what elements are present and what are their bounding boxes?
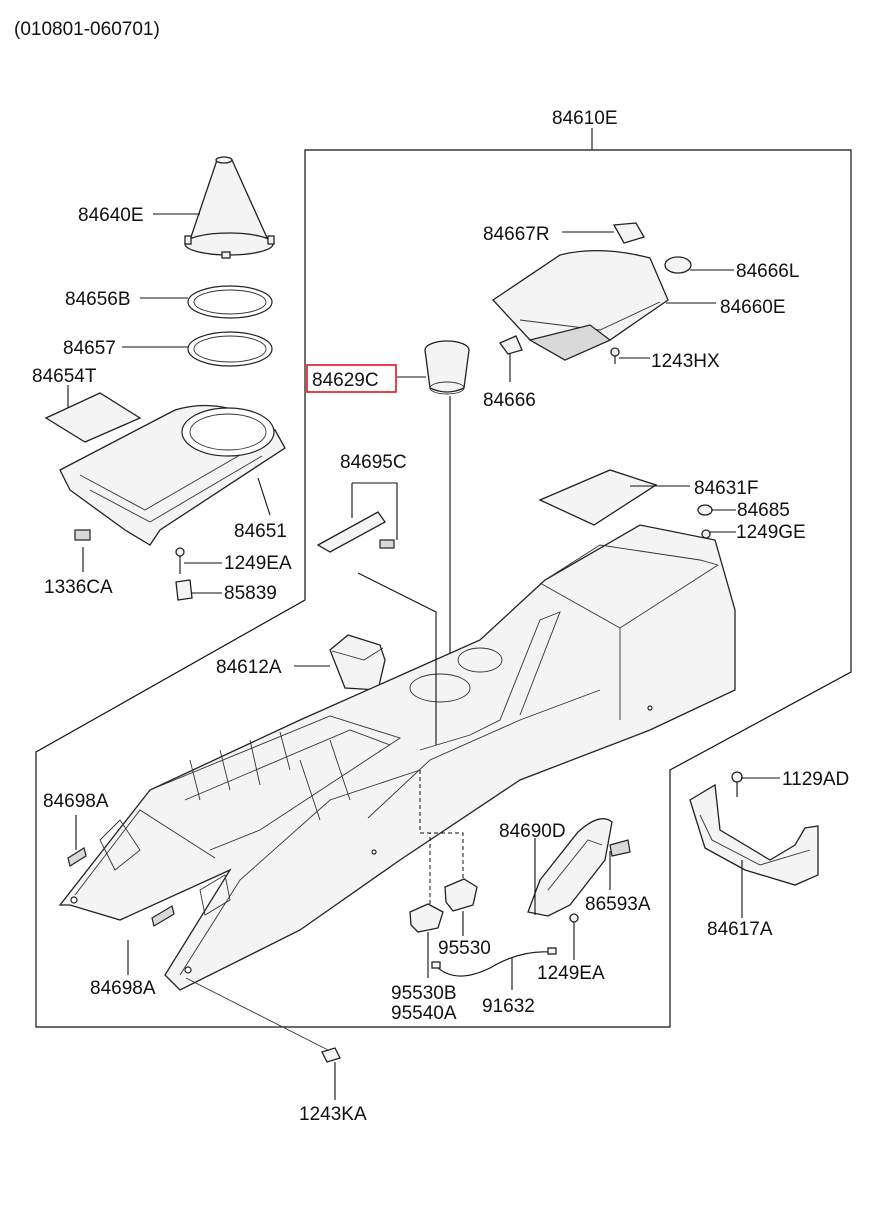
mat-84631f bbox=[538, 469, 658, 526]
label-84698a-bottom: 84698A bbox=[90, 978, 156, 999]
label-1336ca: 1336CA bbox=[44, 577, 113, 598]
bracket-84690d bbox=[527, 818, 613, 917]
label-84685: 84685 bbox=[737, 500, 790, 521]
switch-95530 bbox=[444, 878, 478, 936]
assembly-outline bbox=[35, 128, 852, 1028]
pad-86593a bbox=[609, 839, 631, 857]
latch-84666 bbox=[498, 335, 523, 382]
tray-84612a bbox=[329, 634, 386, 691]
clip-85839 bbox=[175, 579, 193, 601]
bolt-1129ad bbox=[731, 771, 743, 797]
label-84610e: 84610E bbox=[552, 108, 618, 129]
label-1249ge: 1249GE bbox=[736, 522, 806, 543]
part-labels: 84610E 84640E 84656B 84657 84654T 84651 … bbox=[32, 108, 849, 1125]
decal-84698a bbox=[67, 847, 175, 927]
shift-bezel-84651 bbox=[44, 392, 286, 546]
cup-holder-84629c bbox=[424, 340, 470, 686]
label-84656b: 84656B bbox=[65, 289, 131, 310]
label-1249ea-left: 1249EA bbox=[224, 553, 292, 574]
shift-boot bbox=[184, 156, 275, 259]
armrest-84660e bbox=[492, 250, 669, 361]
label-95540a: 95540A bbox=[391, 1003, 457, 1024]
label-95530b: 95530B bbox=[391, 983, 457, 1004]
label-84651: 84651 bbox=[234, 521, 287, 542]
label-84640e: 84640E bbox=[78, 205, 144, 226]
label-84657: 84657 bbox=[63, 338, 116, 359]
cover-84695c bbox=[316, 511, 395, 553]
screw-1243ka bbox=[185, 977, 341, 1100]
switch-95530b bbox=[409, 903, 444, 978]
label-84660e: 84660E bbox=[720, 297, 786, 318]
console-leaders bbox=[357, 572, 464, 905]
label-84617a: 84617A bbox=[707, 919, 773, 940]
label-84654t: 84654T bbox=[32, 366, 97, 387]
wire-91632 bbox=[431, 947, 557, 990]
label-84666l: 84666L bbox=[736, 261, 799, 282]
label-84629c: 84629C bbox=[312, 370, 379, 391]
label-84690d: 84690D bbox=[499, 821, 566, 842]
pad-84685 bbox=[697, 504, 713, 516]
label-84667r: 84667R bbox=[483, 224, 550, 245]
label-84666: 84666 bbox=[483, 390, 536, 411]
leader-lines bbox=[67, 213, 780, 975]
label-1243ka: 1243KA bbox=[299, 1104, 367, 1125]
label-95530: 95530 bbox=[438, 938, 491, 959]
label-91632: 91632 bbox=[482, 996, 535, 1017]
trim-ring-84657 bbox=[187, 331, 273, 367]
label-1129ad: 1129AD bbox=[782, 769, 849, 790]
console-body bbox=[58, 524, 736, 991]
screw-1249ea-right bbox=[569, 913, 579, 960]
screw-1243hx bbox=[610, 347, 620, 364]
screw-1249ea-left bbox=[175, 547, 185, 574]
hinge-84667r bbox=[612, 222, 645, 244]
label-84631f: 84631F bbox=[694, 478, 758, 499]
label-84698a-top: 84698A bbox=[43, 791, 109, 812]
label-84695c: 84695C bbox=[340, 452, 407, 473]
label-84612a: 84612A bbox=[216, 657, 282, 678]
label-1243hx: 1243HX bbox=[651, 351, 720, 372]
bumper-84666l bbox=[664, 256, 692, 274]
trim-ring-84656b bbox=[187, 285, 273, 319]
label-1249ea-right: 1249EA bbox=[537, 963, 605, 984]
date-range-header: (010801-060701) bbox=[14, 19, 160, 40]
highlight-box-84629c bbox=[306, 364, 397, 393]
label-86593a: 86593A bbox=[585, 894, 651, 915]
bracket-84617a bbox=[689, 783, 819, 918]
label-85839: 85839 bbox=[224, 583, 277, 604]
